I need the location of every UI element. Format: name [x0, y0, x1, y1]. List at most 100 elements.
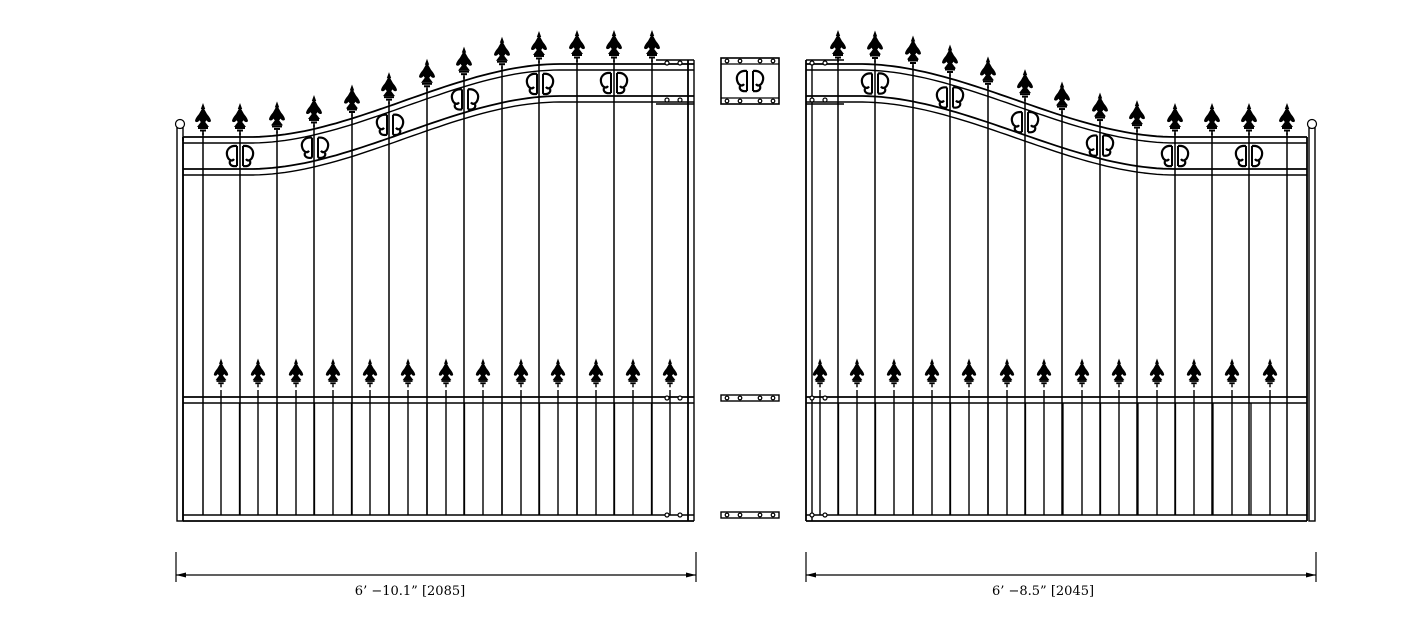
fleur-de-lis-finial: [866, 29, 884, 64]
fleur-de-lis-finial: [438, 357, 454, 389]
plate-bolt: [724, 395, 730, 401]
hinge-bolt: [664, 512, 670, 518]
fleur-de-lis-finial: [231, 102, 249, 136]
post-cap: [1306, 118, 1318, 130]
fleur-de-lis-finial: [362, 357, 378, 389]
center-hinge-hardware: [720, 57, 780, 519]
fleur-de-lis-finial: [325, 357, 341, 389]
fleur-de-lis-finial: [380, 71, 398, 105]
hinge-bolt: [677, 395, 683, 401]
double-c-scroll: [375, 113, 405, 137]
fleur-de-lis-finial: [530, 30, 548, 64]
plate-bolt: [757, 512, 763, 518]
hinge-bolt: [822, 395, 828, 401]
fleur-de-lis-finial: [625, 357, 641, 389]
dimension-arrow: [686, 572, 696, 578]
fleur-de-lis-finial: [662, 357, 678, 389]
plate-bolt: [737, 58, 743, 64]
fleur-de-lis-finial: [343, 83, 361, 118]
fleur-de-lis-finial: [1111, 357, 1127, 389]
double-c-scroll: [450, 88, 480, 111]
fleur-de-lis-finial: [568, 29, 586, 63]
scroll-rail: [806, 95, 1307, 170]
fleur-de-lis-finial: [1203, 102, 1221, 136]
middle-hinge-plate: [720, 394, 780, 402]
fleur-de-lis-finial: [1278, 102, 1296, 136]
fleur-de-lis-finial: [213, 357, 229, 389]
hinge-bolt: [664, 395, 670, 401]
fleur-de-lis-finial: [829, 29, 847, 63]
fleur-de-lis-finial: [904, 34, 922, 69]
end-post: [1308, 127, 1316, 522]
hinge-bolt: [677, 60, 683, 66]
fleur-de-lis-finial: [1224, 357, 1240, 389]
fleur-de-lis-finial: [1262, 357, 1278, 389]
hinge-bolt: [664, 97, 670, 103]
fleur-de-lis-finial: [643, 29, 661, 63]
fleur-de-lis-finial: [305, 94, 323, 128]
fleur-de-lis-finial: [418, 57, 436, 92]
hinge-bolt: [677, 512, 683, 518]
fleur-de-lis-finial: [886, 357, 902, 389]
plate-bolt: [770, 395, 776, 401]
fleur-de-lis-finial: [1186, 357, 1202, 389]
dimension-lines: [175, 552, 1317, 582]
fleur-de-lis-finial: [475, 357, 491, 389]
post-cap: [174, 118, 186, 130]
fleur-de-lis-finial: [550, 357, 566, 389]
plate-bolt: [770, 98, 776, 104]
double-c-scroll: [525, 72, 555, 96]
left-gate-width-label: 6’ −10.1” [2085]: [354, 584, 466, 599]
fleur-de-lis-finial: [400, 357, 416, 389]
fleur-de-lis-finial: [1240, 102, 1258, 136]
double-c-scroll: [300, 136, 330, 160]
plate-bolt: [724, 98, 730, 104]
hinge-bolt: [809, 512, 815, 518]
right-gate-width-label: 6’ −8.5” [2045]: [991, 584, 1095, 599]
fleur-de-lis-finial: [961, 357, 977, 389]
plate-bolt: [757, 395, 763, 401]
fleur-de-lis-finial: [605, 29, 623, 63]
scroll-rail-inner: [806, 101, 1307, 176]
dimension-arrow: [806, 572, 816, 578]
hinge-bolt: [677, 97, 683, 103]
plate-bolt: [724, 58, 730, 64]
fleur-de-lis-finial: [194, 102, 212, 136]
fleur-de-lis-finial: [1036, 357, 1052, 389]
scroll-rail-inner: [183, 101, 694, 176]
hinge-bolt: [822, 60, 828, 66]
fleur-de-lis-finial: [288, 357, 304, 389]
plate-bolt: [757, 98, 763, 104]
fleur-de-lis-finial: [268, 100, 286, 135]
hinge-bolt: [809, 97, 815, 103]
hinge-bolt: [809, 60, 815, 66]
scroll-rail: [183, 95, 694, 170]
top-rail-inner: [806, 69, 1307, 144]
hinge-bolt: [822, 97, 828, 103]
plate-bolt: [724, 512, 730, 518]
hinge-bolt: [822, 512, 828, 518]
fleur-de-lis-finial: [513, 357, 529, 389]
fleur-de-lis-finial: [455, 45, 473, 80]
fleur-de-lis-finial: [493, 35, 511, 70]
dimension-arrow: [1306, 572, 1316, 578]
fleur-de-lis-finial: [250, 357, 266, 389]
top-rail-inner: [183, 69, 694, 144]
fleur-de-lis-finial: [1091, 91, 1109, 126]
plate-bolt: [770, 512, 776, 518]
bottom-hinge-plate: [720, 511, 780, 519]
right-gate-panel: [805, 29, 1318, 522]
top-rail: [806, 63, 1307, 138]
left-gate-panel: [174, 29, 695, 522]
plate-bolt: [737, 98, 743, 104]
fleur-de-lis-finial: [588, 357, 604, 389]
hinge-bolt: [664, 60, 670, 66]
fleur-de-lis-finial: [1166, 102, 1184, 136]
fleur-de-lis-finial: [1053, 80, 1071, 115]
fleur-de-lis-finial: [849, 357, 865, 389]
fleur-de-lis-finial: [812, 357, 828, 389]
plate-bolt: [770, 58, 776, 64]
fleur-de-lis-finial: [1128, 99, 1146, 133]
fleur-de-lis-finial: [979, 55, 997, 90]
